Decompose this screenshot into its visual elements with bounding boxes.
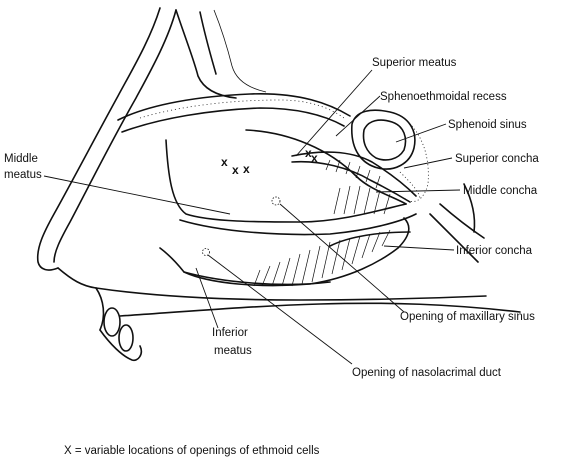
ethmoid-opening-marker: x <box>305 146 312 160</box>
ethmoid-cell-openings: x x x x x <box>221 146 318 177</box>
label-sphenoid-sinus: Sphenoid sinus <box>448 119 527 131</box>
label-superior-concha: Superior concha <box>455 153 539 165</box>
leader-lines <box>43 69 461 365</box>
ethmoid-opening-marker: x <box>221 155 228 169</box>
ethmoid-opening-marker: x <box>243 162 250 176</box>
middle-concha <box>165 129 417 236</box>
opening-of-maxillary-sinus <box>271 196 281 206</box>
label-middle-concha: Middle concha <box>463 185 538 197</box>
nasal-cavity-outline <box>36 7 521 362</box>
label-inferior-meatus-line1: Inferior <box>212 327 248 339</box>
label-middle-meatus-line2: meatus <box>4 169 42 181</box>
opening-of-nasolacrimal-duct <box>202 248 210 256</box>
label-inferior-concha: Inferior concha <box>456 245 533 257</box>
sphenoid-sinus <box>351 109 429 202</box>
inferior-concha <box>159 217 411 287</box>
label-sphenoethmoidal-recess: Sphenoethmoidal recess <box>380 91 507 103</box>
label-inferior-meatus-line2: meatus <box>214 345 252 357</box>
label-middle-meatus-line1: Middle <box>4 153 38 165</box>
label-opening-maxillary-sinus: Opening of maxillary sinus <box>400 311 535 323</box>
label-opening-nasolacrimal-duct: Opening of nasolacrimal duct <box>352 367 502 379</box>
labels: Superior meatus Sphenoethmoidal recess S… <box>4 57 539 379</box>
ethmoid-opening-marker: x <box>311 151 318 165</box>
label-superior-meatus: Superior meatus <box>372 57 457 69</box>
figure-caption: X = variable locations of openings of et… <box>64 445 320 457</box>
ethmoid-opening-marker: x <box>232 163 239 177</box>
